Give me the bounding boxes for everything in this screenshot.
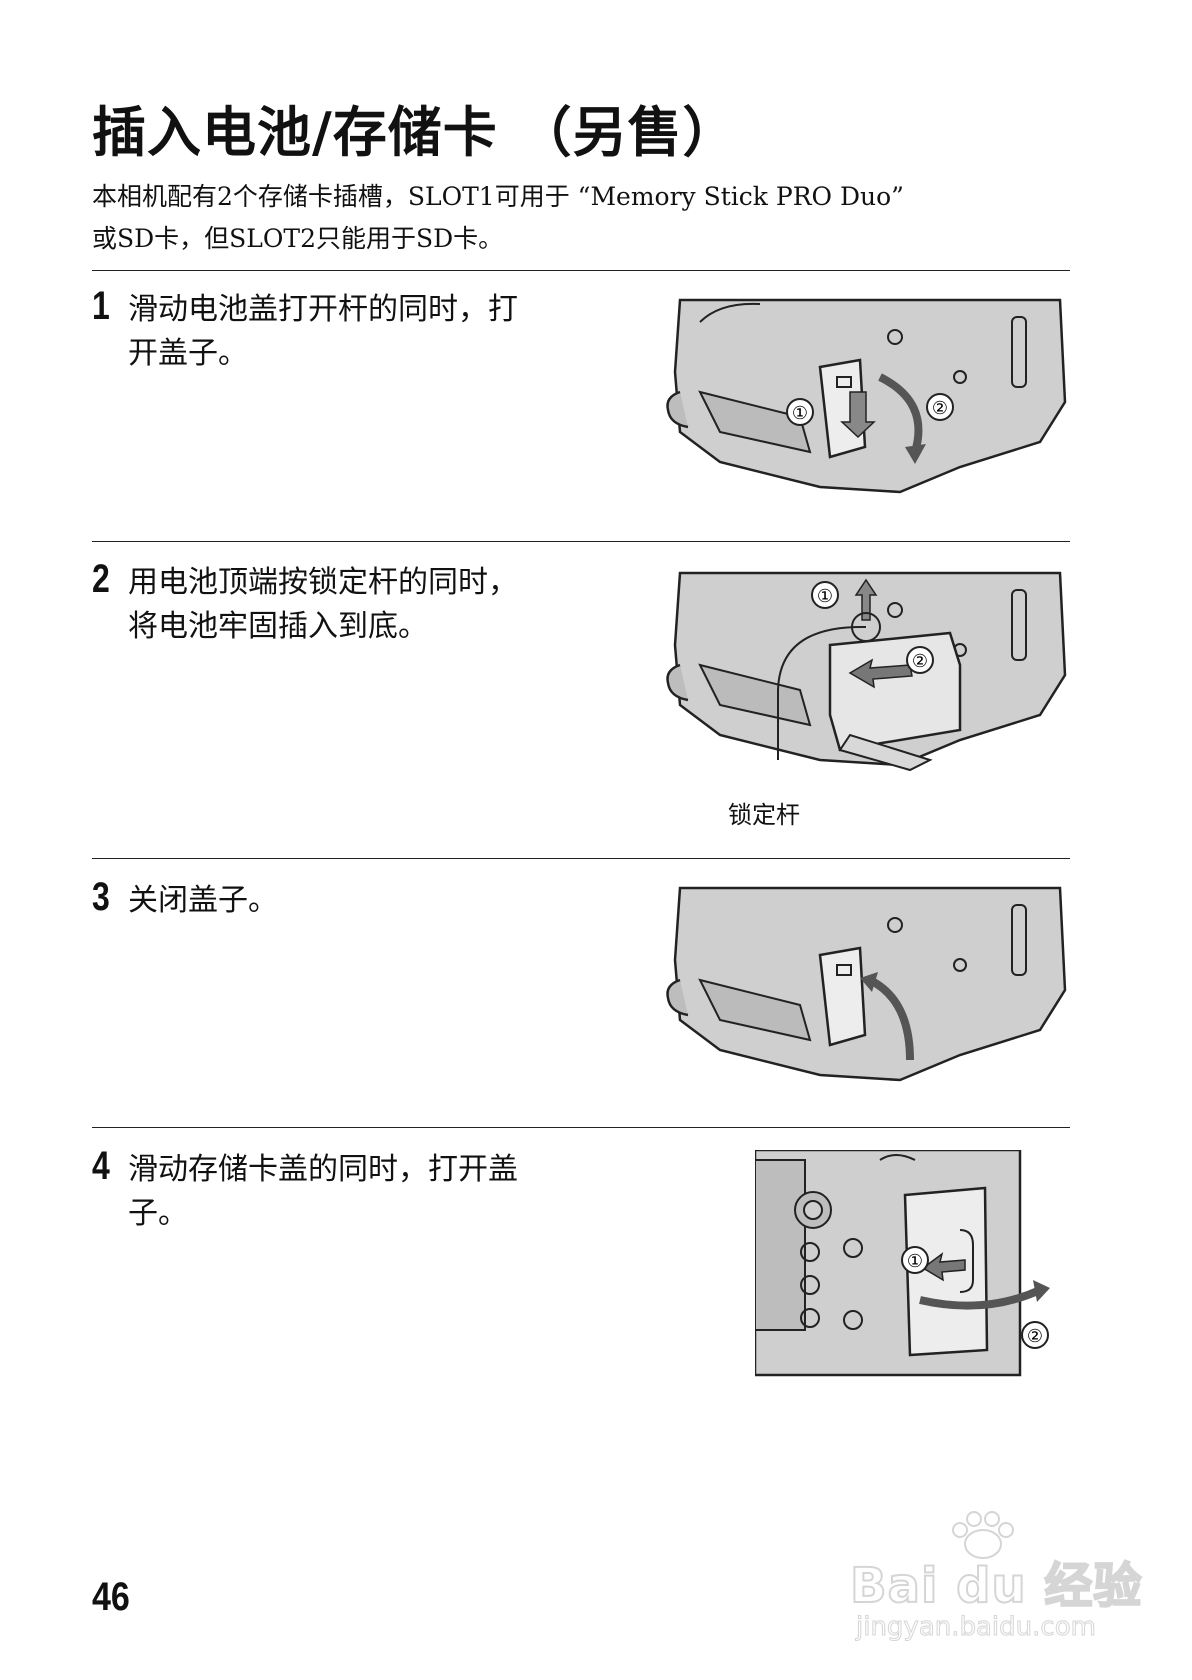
step-2-number: 2 — [92, 557, 110, 601]
step-2-camera-illustration: ① ② — [660, 565, 1070, 795]
step-3-line-1: 关闭盖子。 — [128, 883, 278, 918]
page-number: 46 — [92, 1575, 130, 1619]
step-1-camera-illustration: ① ② — [660, 292, 1070, 502]
step-1-line-2: 开盖子。 — [128, 336, 248, 371]
section-divider — [92, 1127, 1070, 1128]
step-4-camera-illustration: ① ② — [755, 1150, 1055, 1380]
baidu-jingyan-watermark: Bai du 经验 jingyan.baidu.com — [849, 1510, 1143, 1650]
step-3-number: 3 — [92, 875, 110, 919]
section-divider — [92, 270, 1070, 271]
paw-icon — [952, 1511, 1014, 1559]
step-4-line-2: 子。 — [128, 1196, 188, 1231]
step-1-marker-2: ② — [932, 398, 948, 419]
page-title: 插入电池/存储卡 （另售） — [92, 101, 738, 164]
section-divider — [92, 541, 1070, 542]
intro-paragraph: 本相机配有2个存储卡插槽，SLOT1可用于 “Memory Stick PRO … — [92, 176, 1072, 260]
step-2-instruction: 用电池顶端按锁定杆的同时， 将电池牢固插入到底。 — [128, 561, 608, 649]
step-3-camera-illustration — [660, 880, 1070, 1090]
step-2-line-2: 将电池牢固插入到底。 — [128, 609, 428, 644]
section-divider — [92, 858, 1070, 859]
step-4-instruction: 滑动存储卡盖的同时，打开盖 子。 — [128, 1148, 608, 1236]
lock-lever-callout: 锁定杆 — [728, 801, 800, 829]
step-2-marker-2: ② — [912, 651, 928, 672]
intro-line-1: 本相机配有2个存储卡插槽，SLOT1可用于 “Memory Stick PRO … — [92, 182, 904, 211]
step-4-marker-1: ① — [907, 1251, 923, 1272]
step-1-number: 1 — [92, 284, 110, 328]
watermark-brand: Bai du 经验 — [849, 1557, 1143, 1615]
watermark-url: jingyan.baidu.com — [856, 1612, 1097, 1643]
step-4-marker-2: ② — [1027, 1326, 1043, 1347]
intro-line-2: 或SD卡，但SLOT2只能用于SD卡。 — [92, 224, 504, 253]
step-1-marker-1: ① — [792, 403, 808, 424]
step-1-line-1: 滑动电池盖打开杆的同时，打 — [128, 292, 518, 327]
step-4-line-1: 滑动存储卡盖的同时，打开盖 — [128, 1152, 518, 1187]
step-4-number: 4 — [92, 1144, 110, 1188]
step-2-line-1: 用电池顶端按锁定杆的同时， — [128, 565, 518, 600]
step-1-instruction: 滑动电池盖打开杆的同时，打 开盖子。 — [128, 288, 608, 376]
step-2-marker-1: ① — [817, 586, 833, 607]
step-3-instruction: 关闭盖子。 — [128, 879, 608, 923]
